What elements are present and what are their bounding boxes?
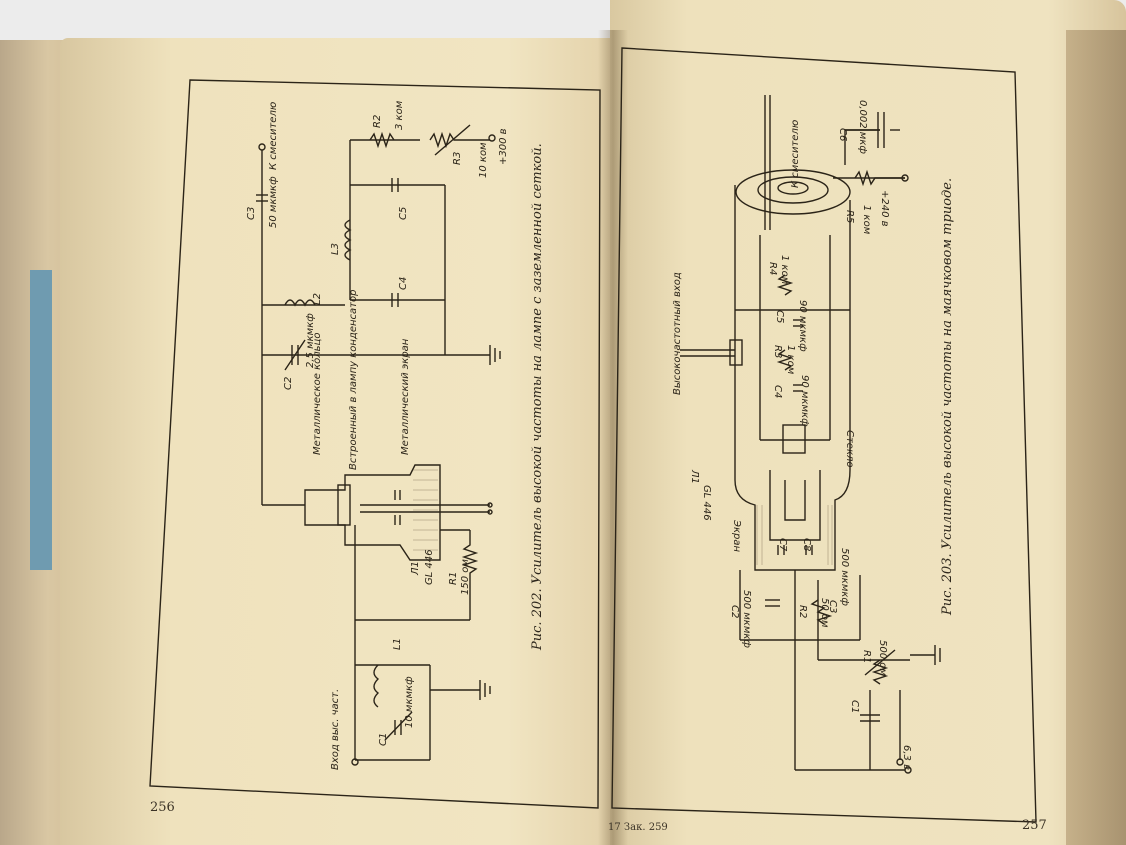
label-c4: C4 <box>398 276 409 290</box>
figure-202-caption: Рис. 202. Усилитель высокой частоты на л… <box>530 143 545 650</box>
right-page <box>610 0 1126 845</box>
book-edge-right <box>1066 30 1126 845</box>
label-r5: R5 <box>844 210 855 224</box>
label-tube: Л1 <box>410 561 421 575</box>
label-glass: Стекло <box>844 430 855 468</box>
label-c3-right-value: 500 мкмкф <box>839 548 850 606</box>
label-r3-right-value: 1 ком <box>785 345 796 375</box>
label-c6: C6 <box>837 128 848 142</box>
label-built-in-cap: Встроенный в лампу конденсатор <box>348 289 359 470</box>
label-c4-right: C4 <box>772 385 783 399</box>
label-to-mixer: К смесителю <box>268 101 279 170</box>
page-number-left: 256 <box>150 800 175 815</box>
coil-l2 <box>284 299 316 307</box>
label-r2-value: 3 ком <box>394 100 405 130</box>
right-circuit <box>680 95 941 774</box>
label-l1: L1 <box>392 638 403 650</box>
label-screen-right: Экран <box>731 520 742 553</box>
label-right-tube-type: GL 446 <box>701 485 712 521</box>
outer-cylinder-top <box>734 185 800 571</box>
label-r4-value: 1 ком <box>779 255 790 285</box>
label-r3-right: R3 <box>772 345 783 359</box>
label-input: Вход выс. част. <box>330 688 341 770</box>
left-circuit <box>256 124 501 766</box>
label-r2-right: R2 <box>797 605 808 619</box>
label-6-3v: 6,3 в <box>901 745 912 770</box>
right-figure-frame <box>611 47 1037 823</box>
label-r2: R2 <box>372 114 383 128</box>
page-number-right: 257 <box>1022 818 1047 833</box>
label-c6-value: 0,002 мкф <box>857 100 868 154</box>
label-r1-right: R1 <box>861 650 872 664</box>
label-metal-screen: Металлический экран <box>400 338 411 455</box>
label-r3-value: 10 ком <box>478 142 489 178</box>
label-c2: C2 <box>283 376 294 390</box>
label-c1-value: 10 мкмкф <box>404 676 415 728</box>
label-r3: R3 <box>452 151 463 165</box>
label-c3-value: 50 мкмкф <box>268 176 279 228</box>
printer-note: 17 Зак. 259 <box>608 822 668 833</box>
label-c2-right: C2 <box>729 605 740 619</box>
figure-203-caption: Рис. 203. Усилитель высокой частоты на м… <box>940 177 955 615</box>
label-r1: R1 <box>448 571 459 585</box>
label-r1-value: 150 ом <box>460 559 471 595</box>
label-right-tube: Л1 <box>689 470 700 484</box>
label-r5-value: 1 ком <box>861 205 872 235</box>
label-c5-right: C5 <box>774 310 785 324</box>
label-c3: C3 <box>246 206 257 220</box>
label-hf-input: Высокочастотный вход <box>672 272 683 395</box>
label-l2: L2 <box>312 293 323 305</box>
label-c8: C8 <box>801 538 812 552</box>
label-plus-300: +300 в <box>498 128 509 165</box>
label-r4: R4 <box>767 262 778 276</box>
label-plus-240: +240 в <box>879 190 890 227</box>
label-c1-right: C1 <box>849 700 860 714</box>
label-c4-right-value: 90 мкмкф <box>799 375 810 427</box>
label-c2-value: 2,5 мкмкф <box>305 313 316 368</box>
left-page <box>60 38 620 845</box>
label-c2-right-value: 500 мкмкф <box>741 590 752 648</box>
label-c7: C7 <box>777 538 788 552</box>
label-r2-right-value: 50 ом <box>819 598 830 628</box>
label-right-to-mixer: К смесителю <box>790 119 801 188</box>
label-r1-right-value: 500 ом <box>877 640 888 676</box>
label-l3: L3 <box>330 243 341 255</box>
label-c5: C5 <box>398 206 409 220</box>
left-figure-frame <box>149 79 601 809</box>
label-tube-type: GL 446 <box>424 549 435 585</box>
blue-spine-tab <box>30 270 52 570</box>
label-c5-right-value: 90 мкмкф <box>797 300 808 352</box>
label-c1: C1 <box>378 732 389 746</box>
